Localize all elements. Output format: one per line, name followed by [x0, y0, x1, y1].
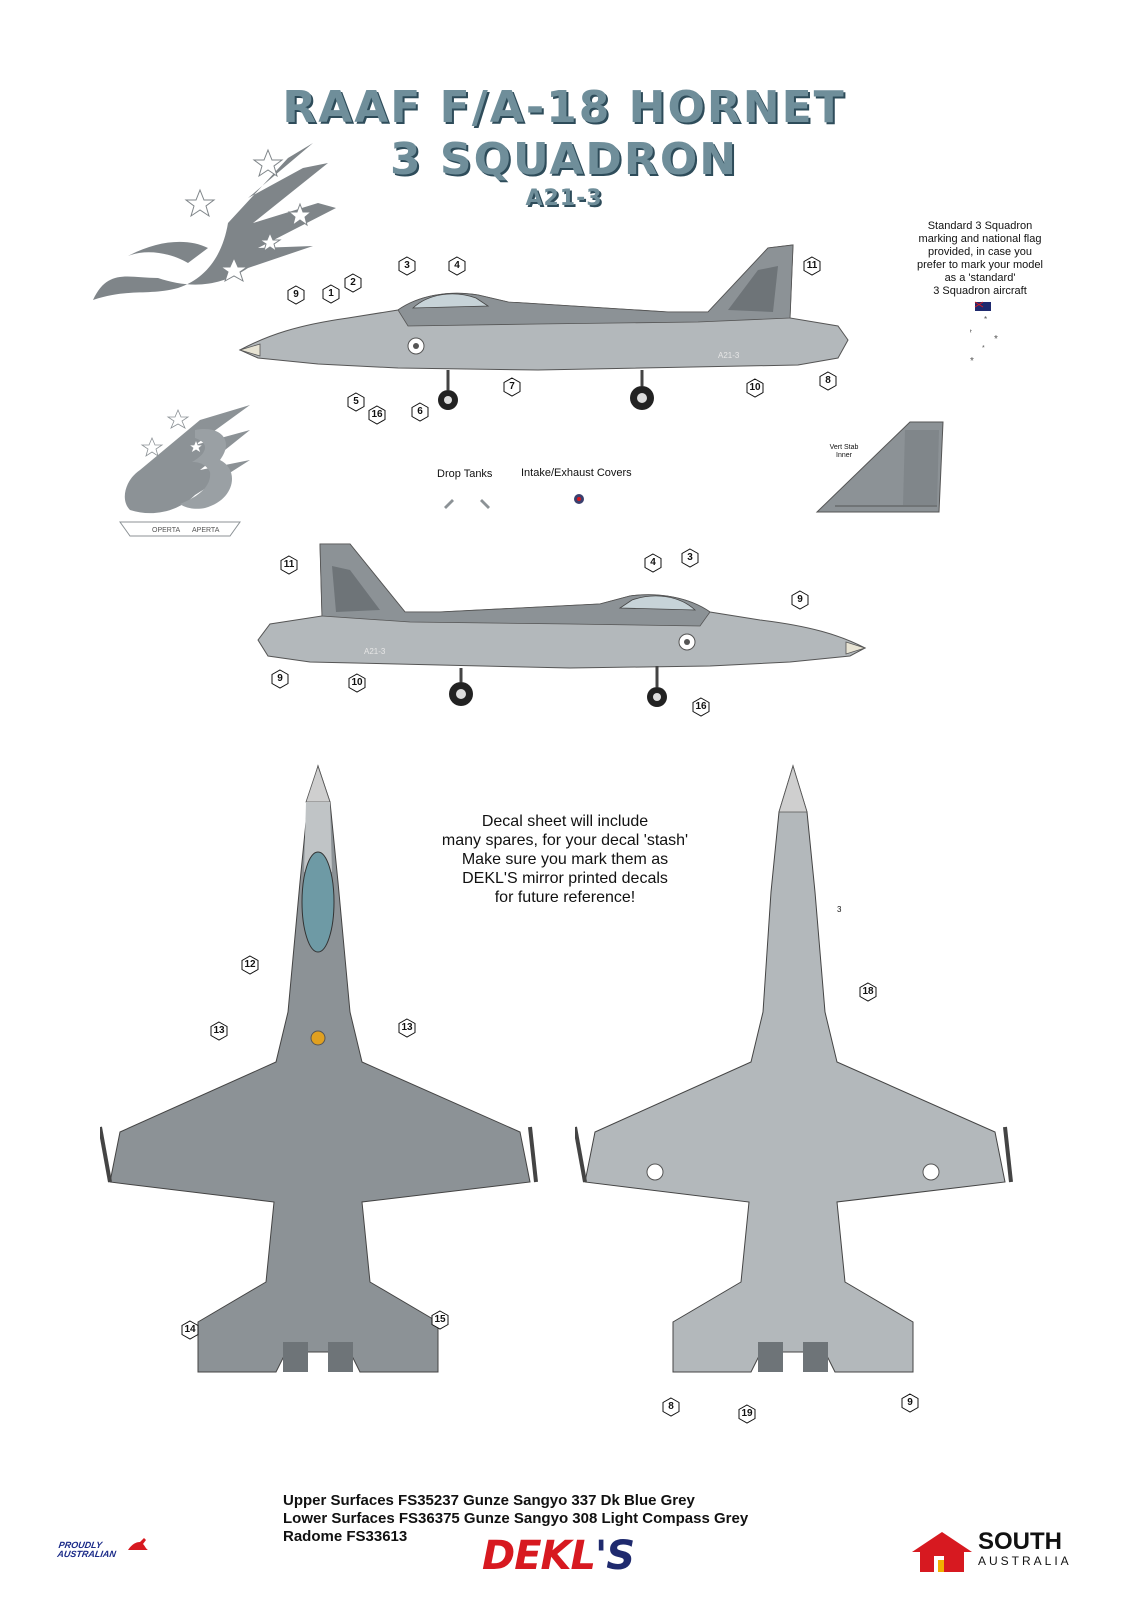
- note-line: Standard 3 Squadron: [927, 220, 1033, 232]
- intake-cover-decal-icon: [574, 494, 584, 504]
- south-australia-logo: SOUTH AUSTRALIA: [978, 1528, 1072, 1569]
- fuselage-serial: A21-3: [364, 647, 386, 656]
- standard-marking-note: Standard 3 Squadron marking and national…: [905, 220, 1055, 298]
- proudly-australian-logo: PROUDLY AUSTRALIAN: [56, 1540, 117, 1559]
- callout-3-bottom: 3: [837, 905, 842, 914]
- callout-14: 14: [180, 1320, 200, 1340]
- callout-11: 11: [279, 555, 299, 575]
- callout-4: 4: [643, 553, 663, 573]
- callout-2: 2: [343, 273, 363, 293]
- callout-16: 16: [367, 405, 387, 425]
- svg-text:*: *: [994, 334, 998, 345]
- decal-note-line: Decal sheet will include: [481, 813, 649, 830]
- bottom-view-plan: 3: [575, 764, 1013, 1373]
- eagle-emblem-icon: [93, 143, 336, 300]
- callout-9: 9: [270, 669, 290, 689]
- callout-12: 12: [240, 955, 260, 975]
- vert-stab-inner-view: [815, 421, 944, 513]
- callout-13: 13: [209, 1021, 229, 1041]
- fuselage-serial: A21-3: [718, 351, 740, 360]
- squadron-badge-icon: OPERTA APERTA: [119, 405, 250, 537]
- drop-tanks-label: Drop Tanks: [437, 468, 493, 480]
- callout-4: 4: [447, 256, 467, 276]
- callout-19: 19: [737, 1404, 757, 1424]
- callout-9: 9: [900, 1393, 920, 1413]
- drop-tank-decals-icon: [444, 499, 490, 509]
- callout-8: 8: [661, 1397, 681, 1417]
- callout-3: 3: [397, 256, 417, 276]
- side-profile-left-view: A21-3: [238, 244, 849, 410]
- note-line: prefer to mark your model: [917, 259, 1043, 271]
- svg-text:*: *: [984, 315, 987, 324]
- callout-15: 15: [430, 1310, 450, 1330]
- dekls-brand-logo: DEKL'S: [482, 1533, 635, 1579]
- svg-text:*: *: [970, 328, 972, 339]
- callout-10: 10: [347, 673, 367, 693]
- badge-motto-right: APERTA: [192, 527, 220, 534]
- callout-16: 16: [691, 697, 711, 717]
- paint-line: Radome FS33613: [283, 1528, 408, 1545]
- paint-line: Upper Surfaces FS35237 Gunze Sangyo 337 …: [283, 1492, 695, 1509]
- australian-flag-icon: * * * * *: [970, 301, 998, 367]
- callout-3: 3: [680, 548, 700, 568]
- callout-13: 13: [397, 1018, 417, 1038]
- vert-stab-label: Vert Stab Inner: [829, 444, 859, 459]
- decal-note-line: for future reference!: [494, 889, 636, 906]
- side-profile-right-view: A21-3: [257, 543, 867, 707]
- callout-7: 7: [502, 377, 522, 397]
- callout-6: 6: [410, 402, 430, 422]
- note-line: provided, in case you: [928, 246, 1032, 258]
- callout-9: 9: [286, 285, 306, 305]
- note-line: marking and national flag: [918, 233, 1042, 245]
- decal-note-line: many spares, for your decal 'stash': [441, 832, 689, 849]
- serial-number: A21-3: [525, 186, 603, 211]
- note-line: as a 'standard': [944, 272, 1016, 284]
- badge-motto-left: OPERTA: [152, 527, 180, 534]
- callout-18: 18: [858, 982, 878, 1002]
- note-line: 3 Squadron aircraft: [933, 285, 1027, 297]
- paint-specification: Upper Surfaces FS35237 Gunze Sangyo 337 …: [283, 1492, 748, 1546]
- intake-covers-label: Intake/Exhaust Covers: [521, 467, 632, 479]
- callout-9: 9: [790, 590, 810, 610]
- callout-5: 5: [346, 392, 366, 412]
- callout-8: 8: [818, 371, 838, 391]
- callout-1: 1: [321, 284, 341, 304]
- paint-line: Lower Surfaces FS36375 Gunze Sangyo 308 …: [283, 1510, 749, 1527]
- kangaroo-icon: [128, 1538, 148, 1550]
- decal-note-line: DEKL'S mirror printed decals: [462, 870, 668, 887]
- top-view-plan: [100, 764, 538, 1373]
- callout-11: 11: [802, 256, 822, 276]
- decal-note-line: Make sure you mark them as: [461, 851, 669, 868]
- page-title: RAAF F/A-18 HORNET: [282, 82, 846, 133]
- decal-sheet-note: Decal sheet will include many spares, fo…: [400, 812, 730, 907]
- svg-text:*: *: [970, 356, 974, 367]
- svg-text:*: *: [982, 345, 985, 352]
- south-australia-house-icon: [912, 1532, 972, 1572]
- callout-10: 10: [745, 378, 765, 398]
- page-subtitle: 3 SQUADRON: [389, 134, 739, 185]
